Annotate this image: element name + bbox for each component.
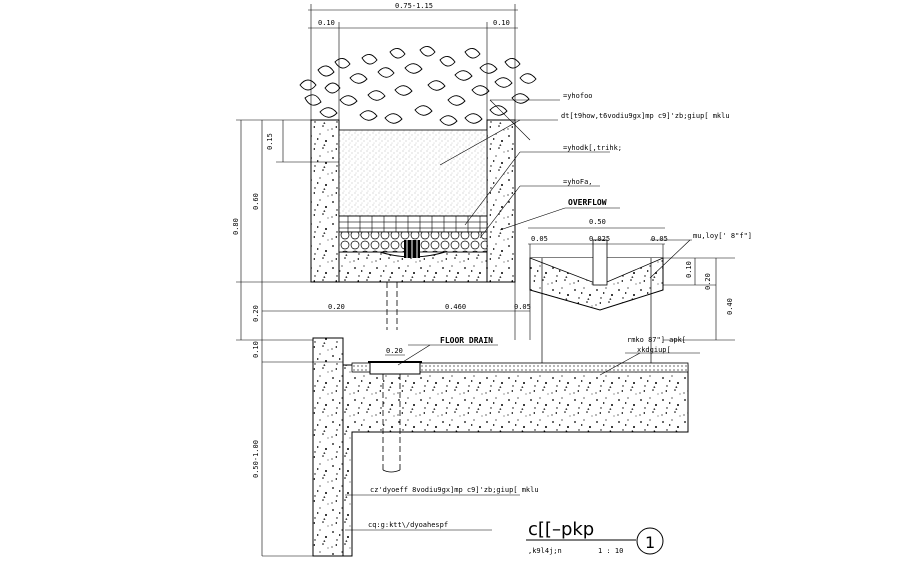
dim-foundation: 0.50-1.00 bbox=[252, 440, 260, 478]
leader-lines bbox=[345, 99, 700, 531]
detail-number-circle bbox=[636, 527, 664, 555]
dim-span: 0.460 bbox=[445, 303, 466, 311]
gutter bbox=[529, 239, 664, 365]
label-overflow: OVERFLOW bbox=[568, 198, 607, 207]
label-slab-b: xkdgiup[ bbox=[637, 346, 671, 354]
dim-gutter-left: 0.05 bbox=[531, 235, 548, 243]
soil-layer bbox=[338, 129, 488, 217]
dim-top-left: 0.10 bbox=[318, 19, 335, 27]
dim-soil: 0.15 bbox=[266, 133, 274, 150]
planter-left-wall bbox=[310, 119, 340, 283]
label-wall-b: cq:g:ktt\/dyoahespf bbox=[368, 521, 448, 529]
label-gutter: mu,loy[' 8"f"] bbox=[693, 232, 752, 240]
dim-gutter-total: 0.20 bbox=[704, 273, 712, 290]
label-3: =yhodk[,trihk; bbox=[563, 144, 622, 152]
planter bbox=[310, 119, 516, 330]
label-floor-drain: FLOOR DRAIN bbox=[440, 336, 493, 345]
dim-gutter-height: 0.40 bbox=[726, 298, 734, 315]
label-slab-a: rmko 87"] apk[ bbox=[627, 336, 686, 344]
label-4: =yhoFa, bbox=[563, 178, 593, 186]
label-wall-a: cz'dyoeff 8vodiu9gx]mp c9]'zb;giup[ mklu bbox=[370, 486, 539, 494]
dim-wall-bottom: 0.20 bbox=[328, 303, 345, 311]
dim-total: 0.80 bbox=[232, 218, 240, 235]
dim-gutter-depth: 0.10 bbox=[685, 261, 693, 278]
plant-foliage bbox=[299, 46, 537, 126]
dim-slab: 0.10 bbox=[252, 341, 260, 358]
dim-top-width: 0.75-1.15 bbox=[395, 2, 433, 10]
dim-gap: 0.05 bbox=[514, 303, 531, 311]
floor-drain bbox=[369, 361, 421, 375]
planter-right-wall bbox=[486, 119, 516, 283]
drawing-scale: 1 : 10 bbox=[598, 547, 623, 555]
title-block: c[[–pkp ,k9l4j;n 1 : 10 1 bbox=[528, 519, 655, 555]
dim-drain: 0.20 bbox=[386, 347, 403, 355]
dim-planter: 0.60 bbox=[252, 193, 260, 210]
detail-number: 1 bbox=[645, 533, 655, 552]
screed-layer bbox=[351, 362, 689, 373]
label-1: =yhofoo bbox=[563, 92, 593, 100]
dim-gutter-width: 0.50 bbox=[589, 218, 606, 226]
label-2: dt[t9how,t6vodiu9gx]mp c9]'zb;giup[ mklu bbox=[561, 112, 730, 120]
dimension-lines bbox=[236, 4, 735, 557]
foundation bbox=[312, 337, 689, 557]
planter-base bbox=[338, 251, 488, 283]
retaining-wall bbox=[312, 337, 344, 557]
drawing-title: c[[–pkp bbox=[528, 519, 594, 540]
annotation-texts: =yhofoo dt[t9how,t6vodiu9gx]mp c9]'zb;gi… bbox=[368, 92, 752, 529]
filter-layer bbox=[338, 215, 488, 233]
dim-base: 0.20 bbox=[252, 305, 260, 322]
dim-gutter-right: 0.05 bbox=[651, 235, 668, 243]
dimension-texts: 0.75-1.15 0.10 0.10 0.15 0.60 0.80 0.20 … bbox=[232, 2, 734, 478]
dim-gutter-mid: 0.025 bbox=[589, 235, 610, 243]
dim-top-right: 0.10 bbox=[493, 19, 510, 27]
drawing-subtitle: ,k9l4j;n bbox=[528, 547, 562, 555]
